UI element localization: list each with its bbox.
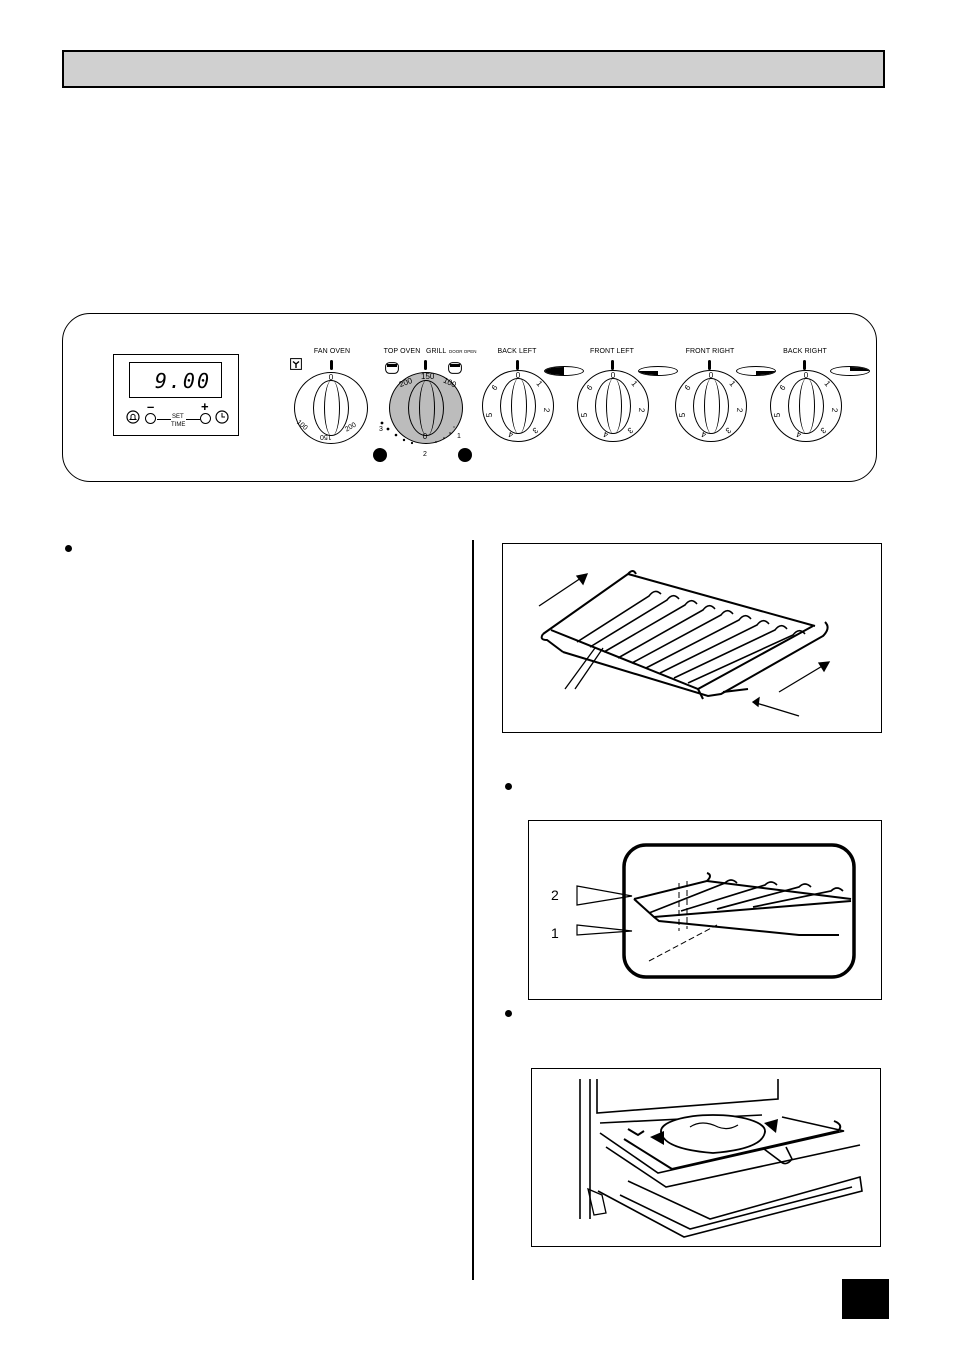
front-left-num-0: 0 [610,371,616,380]
figure-shelf-positions [528,820,882,1000]
grill-setting-dots [380,421,455,445]
top-oven-knob-grip [408,380,444,436]
front-left-label: FRONT LEFT [589,348,635,355]
back-left-label: BACK LEFT [497,348,537,355]
set-line-left [157,419,171,420]
back-right-label: BACK RIGHT [783,348,827,355]
shelf-position-1-label: 1 [551,925,559,941]
oven-indicator-light [373,448,387,462]
back-left-num-2: 2 [541,407,552,413]
bullet-shelf-positions [505,783,512,790]
grill-setting-1: 1 [457,433,461,440]
shelf-position-2-label: 2 [551,887,559,903]
section-title-bar [62,50,885,88]
minus-button[interactable] [145,413,156,424]
fan-oven-pointer [330,360,333,370]
top-oven-scale-150: 150 [421,372,435,381]
top-oven-grill-knob[interactable] [389,372,463,444]
grid-shelf-illustration [538,570,831,717]
page-number-box [842,1279,889,1319]
oven-shelf-dish-illustration [579,1079,863,1238]
back-left-num-5: 5 [485,412,494,418]
top-oven-label: TOP OVEN [383,348,421,355]
door-open-label: DOOR OPEN [449,349,477,354]
back-left-pointer [516,360,519,370]
front-right-knob[interactable] [675,370,747,442]
figure-shelf-in-oven [531,1068,881,1247]
front-left-pointer [611,360,614,370]
minus-label: – [147,399,155,414]
grill-setting-3: 3 [379,426,383,433]
back-right-num-5: 5 [773,412,782,418]
shelf-positions-illustration [576,843,856,979]
clock-icon[interactable] [215,410,229,424]
timer-display: 9.00 [129,362,222,398]
front-right-pointer [708,360,711,370]
back-right-knob[interactable] [770,370,842,442]
front-left-knob-grip [595,378,631,434]
front-left-plate-indicator [638,366,678,376]
back-left-knob[interactable] [482,370,554,442]
front-left-knob[interactable] [577,370,649,442]
grill-label: GRILL [426,348,447,355]
plus-button[interactable] [200,413,211,424]
set-label: SET [172,414,184,420]
set-line-right [186,419,200,420]
back-right-num-0: 0 [803,371,809,380]
back-right-num-2: 2 [829,407,840,413]
bullet-left [65,545,72,552]
top-oven-pointer [424,360,427,370]
back-right-knob-grip [788,378,824,434]
back-left-plate-indicator [544,366,584,376]
fan-oven-knob-grip [313,380,349,436]
fan-oven-label: FAN OVEN [313,348,351,355]
column-divider [472,540,474,1280]
front-left-num-2: 2 [636,407,647,413]
front-right-num-5: 5 [678,412,687,418]
front-right-plate-indicator [736,366,776,376]
front-right-num-2: 2 [734,407,745,413]
back-left-num-0: 0 [515,371,521,380]
fan-oven-off: 0 [328,373,334,382]
back-left-knob-grip [500,378,536,434]
figure-grid-shelf [502,543,882,733]
back-right-plate-indicator [830,366,870,376]
back-right-pointer [803,360,806,370]
bell-icon[interactable] [126,410,140,424]
grill-indicator-light [458,448,472,462]
front-right-num-0: 0 [708,371,714,380]
grill-icon [448,362,462,374]
front-right-knob-grip [693,378,729,434]
grill-setting-2: 2 [423,451,427,458]
timer-panel [113,354,239,436]
control-panel [62,313,877,482]
top-oven-off: 0 [422,432,428,441]
plus-label: + [201,399,209,414]
top-oven-icon [385,362,399,374]
time-label: TIME [171,422,186,428]
fan-oven-knob[interactable] [294,372,368,444]
front-right-label: FRONT RIGHT [685,348,735,355]
fan-oven-scale-150: 150 [320,433,332,440]
front-left-num-5: 5 [580,412,589,418]
fan-icon [290,358,302,370]
bullet-shelf-use [505,1010,512,1017]
